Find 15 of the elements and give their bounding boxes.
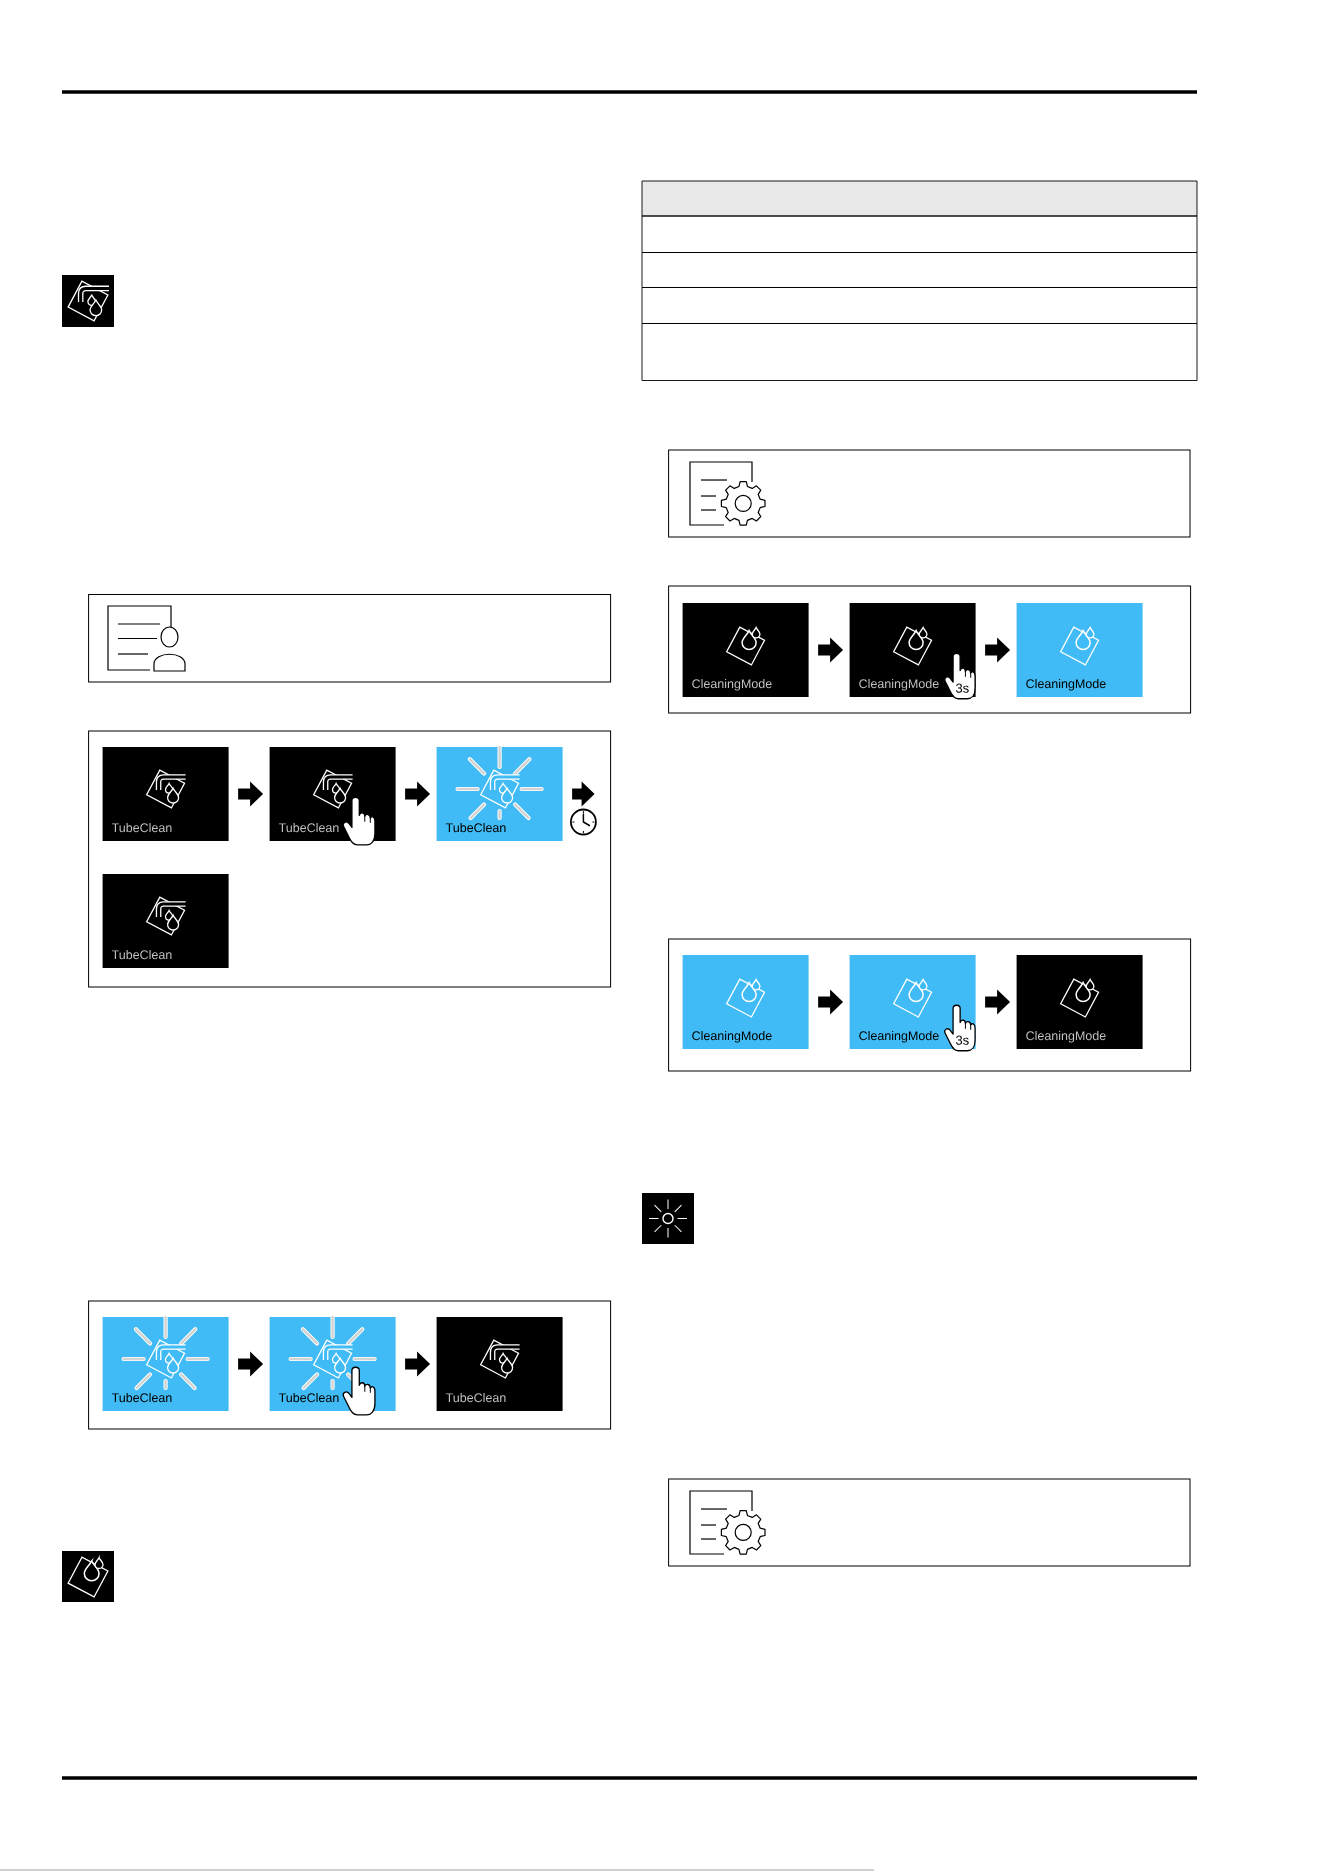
figure-frame (88, 1300, 612, 1430)
display-screen: CleaningMode (682, 603, 809, 697)
display-screen: TubeClean (102, 747, 229, 841)
display-screen: CleaningMode (1016, 955, 1143, 1049)
display-screen: CleaningMode (1016, 603, 1143, 697)
display-screen: TubeClean (102, 874, 229, 968)
figure-frame (88, 730, 612, 988)
duration-label: 3s (955, 1035, 969, 1045)
figure-frame (668, 938, 1192, 1072)
duration-label: 3s (955, 683, 969, 693)
display-screen: TubeClean (436, 1317, 563, 1411)
display-screen: TubeClean (436, 747, 563, 841)
display-screen: TubeClean (102, 1317, 229, 1411)
figure-frame (668, 585, 1192, 714)
display-screen: CleaningMode (682, 955, 809, 1049)
